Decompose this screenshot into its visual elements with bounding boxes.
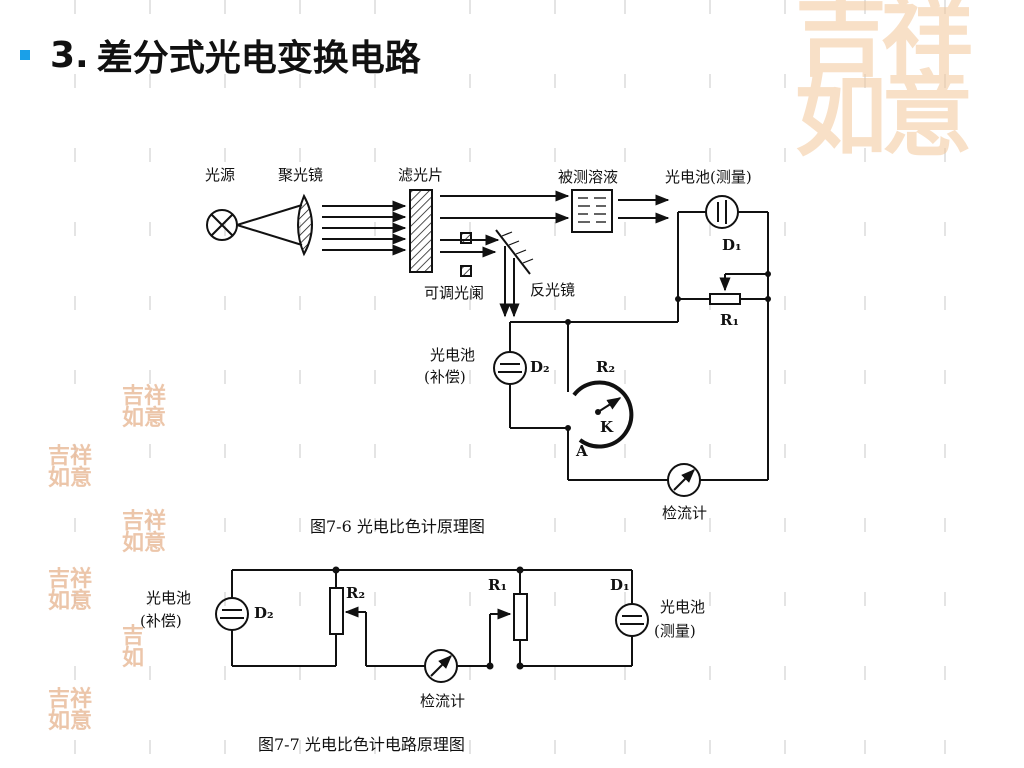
diagram-label: R₂ (346, 584, 365, 602)
seal-watermark-small: 吉祥如意 (48, 566, 93, 614)
diagram-label: 被测溶液 (558, 168, 618, 186)
diagram-label: D₁ (722, 236, 742, 254)
diagram-label: 聚光镜 (278, 166, 323, 184)
figure-7-6-labels: 光源 聚光镜 滤光片 被测溶液 光电池(测量) D₁ R₁ 可调光阑 反光镜 光… (205, 166, 752, 536)
diagram-label: 反光镜 (530, 281, 575, 299)
diagram-label: (补偿) (140, 612, 182, 630)
light-source-symbol (206, 209, 238, 241)
seal-watermark-small: 吉祥如意 (48, 686, 93, 734)
title-text: 差分式光电变换电路 (96, 38, 421, 79)
diagram-label: D₁ (610, 576, 630, 594)
diagram-label: 可调光阑 (424, 284, 484, 302)
bullet-square-icon (20, 50, 30, 60)
resistor-r1 (709, 293, 741, 305)
seal-watermark-small: 吉祥如意 (122, 508, 167, 556)
photocell-d1 (615, 603, 649, 637)
diagram-label: 检流计 (420, 692, 465, 710)
diagram-label: A (575, 442, 588, 460)
seal-watermark-small: 吉祥如意 (48, 443, 93, 491)
diagram-label: (补偿) (424, 368, 466, 386)
diagram-label: 光电池 (430, 346, 475, 364)
reflector-mirror (495, 229, 531, 275)
diagram-label: 光电池(测量) (665, 168, 752, 186)
figure-7-6 (206, 189, 771, 497)
diagram-label: 光电池 (146, 589, 191, 607)
figure-7-7-caption: 图7-7 光电比色计电路原理图 (258, 735, 465, 754)
diagram-label: 检流计 (662, 504, 707, 522)
diaphragm-bottom (460, 265, 472, 277)
seal-watermark-large: 吉祥如意 (795, 0, 973, 169)
diagram-label: D₂ (254, 604, 274, 622)
resistor-r1 (513, 593, 528, 641)
seal-watermark-small: 吉祥如意 (122, 383, 167, 431)
diagram-label: R₂ (596, 358, 615, 376)
title-number: 3. (50, 34, 89, 76)
slide-title: 3. 差分式光电变换电路 (20, 30, 421, 80)
diagram-label: R₁ (720, 311, 739, 329)
figure-7-6-caption: 图7-6 光电比色计原理图 (310, 517, 485, 536)
sample-cuvette (571, 189, 613, 233)
resistor-r2 (329, 587, 344, 635)
diagram-label: (测量) (654, 622, 696, 640)
filter (409, 189, 433, 273)
figure-7-7 (215, 566, 649, 683)
diaphragm-top (460, 232, 472, 244)
seal-watermark-small: 吉如 (122, 623, 145, 671)
photocell-d2 (215, 597, 249, 631)
diagram-label: 滤光片 (398, 166, 443, 184)
diagram-label: D₂ (530, 358, 550, 376)
resistor-r2-arc (572, 380, 634, 449)
diagram-label: 光源 (205, 166, 235, 184)
diagram-label: R₁ (488, 576, 507, 594)
photocell-d1 (705, 195, 739, 229)
figure-7-7-labels: 光电池 (补偿) D₂ R₂ R₁ D₁ 光电池 (测量) 检流计 图7-7 光… (140, 576, 705, 754)
condenser-lens (297, 193, 313, 257)
diagram-label: K (600, 418, 614, 436)
photocell-d2 (493, 351, 527, 385)
diagram-label: 光电池 (660, 598, 705, 616)
